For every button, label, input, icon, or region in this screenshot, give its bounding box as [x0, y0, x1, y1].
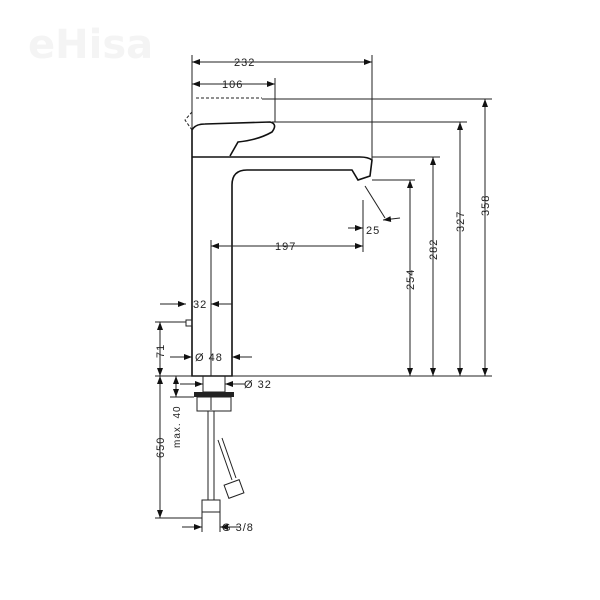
- dim-height-lever: 327: [455, 211, 467, 232]
- dim-lever-reach: 106: [222, 79, 243, 91]
- dim-height-total: 358: [480, 195, 492, 216]
- dimension-lines: [157, 59, 488, 530]
- dim-spout-reach: 197: [275, 241, 296, 253]
- dim-shank-diameter: Ø 32: [244, 379, 272, 391]
- dim-height-outlet: 254: [405, 269, 417, 290]
- dim-max-thickness: max. 40: [172, 405, 183, 448]
- dim-overall-reach: 232: [234, 57, 255, 69]
- dim-connection: G 3/8: [222, 522, 254, 534]
- dim-popup-height: 71: [155, 344, 167, 358]
- watermark-logo: eHisa: [28, 22, 153, 68]
- faucet-outline: [184, 97, 373, 513]
- dim-body-diameter: Ø 48: [195, 352, 223, 364]
- dim-height-spout: 282: [428, 239, 440, 260]
- dim-hose-length: 650: [155, 437, 167, 458]
- dim-aerator-angle: 25: [366, 225, 380, 237]
- extension-lines: [155, 55, 492, 532]
- dim-body-offset: 32: [193, 299, 207, 311]
